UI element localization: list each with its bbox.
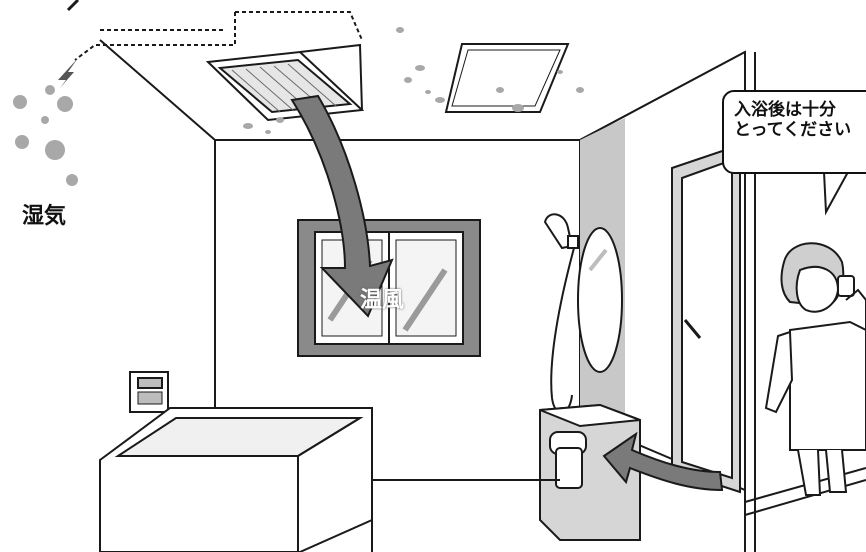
ventilation-unit — [208, 45, 362, 120]
bathtub — [100, 408, 372, 552]
exhaust-arrow-icon — [58, 58, 78, 88]
round-mirror — [578, 228, 622, 372]
exhaust-duct — [75, 12, 362, 60]
shower-head — [545, 214, 578, 412]
shower-door — [672, 145, 740, 492]
speech-bubble-line-2: とってください — [734, 120, 866, 140]
top-arrow-icon — [68, 0, 78, 10]
person-drinking — [766, 243, 866, 495]
speech-bubble-tail — [824, 172, 848, 212]
ceiling-hatch — [446, 44, 568, 112]
speech-bubble-line-1: 入浴後は十分 — [734, 100, 866, 120]
moisture-dots — [13, 85, 78, 186]
speech-bubble: 入浴後は十分 とってください — [722, 90, 866, 174]
moisture-label: 湿気 — [22, 198, 66, 230]
warm-air-label: 温風 — [360, 282, 404, 314]
control-panel — [130, 372, 168, 412]
